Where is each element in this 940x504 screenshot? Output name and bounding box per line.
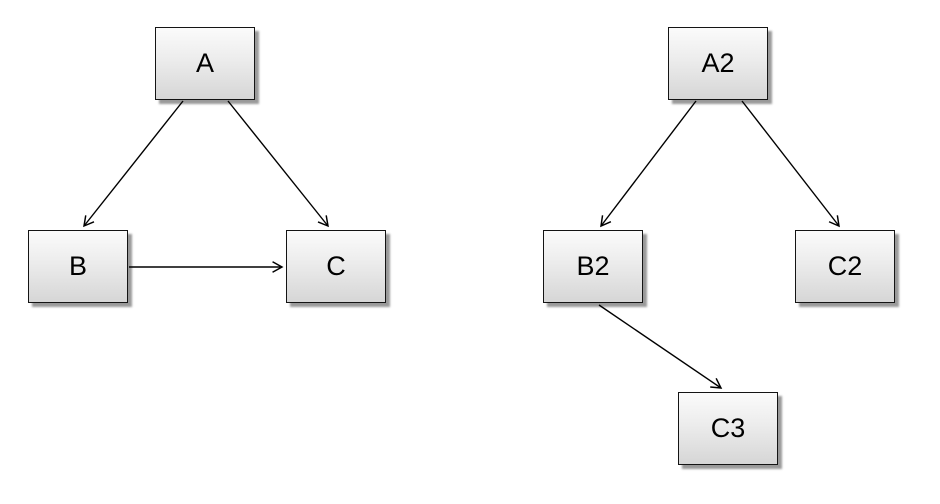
node-b2[interactable]: B2 <box>543 230 643 303</box>
node-c2-label: C2 <box>827 251 863 281</box>
node-a-label: A <box>195 48 214 78</box>
node-a2[interactable]: A2 <box>668 27 768 100</box>
node-a[interactable]: A <box>155 27 255 100</box>
node-c3[interactable]: C3 <box>678 392 778 465</box>
edge-a2-c2 <box>741 100 840 228</box>
node-c3-label: C3 <box>710 413 746 443</box>
node-b[interactable]: B <box>28 230 128 303</box>
edge-a2-b2 <box>600 100 697 228</box>
edge-a-b <box>83 100 184 228</box>
node-c2[interactable]: C2 <box>795 230 895 303</box>
node-b-label: B <box>68 251 87 281</box>
edge-a-c <box>227 100 329 228</box>
node-b2-label: B2 <box>576 251 610 281</box>
node-a2-label: A2 <box>701 48 735 78</box>
node-c-label: C <box>326 251 346 281</box>
node-c[interactable]: C <box>286 230 386 303</box>
edge-b2-c3 <box>598 304 723 389</box>
